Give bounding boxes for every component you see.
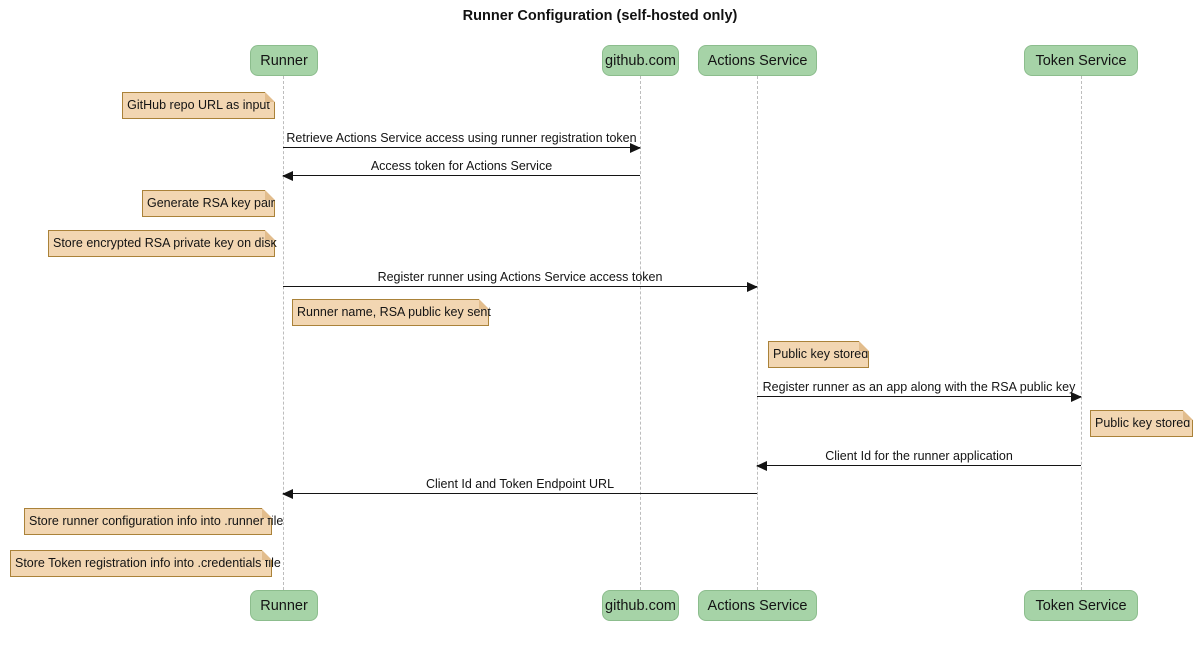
message-line bbox=[282, 170, 640, 181]
message-line bbox=[283, 142, 641, 153]
message-retrieve-actions-access: Retrieve Actions Service access using ru… bbox=[283, 131, 641, 153]
arrowhead-right-icon bbox=[747, 281, 758, 292]
message-line bbox=[283, 281, 758, 292]
note-github-repo-url: GitHub repo URL as input bbox=[122, 92, 275, 119]
message-line bbox=[757, 391, 1082, 402]
message-line bbox=[282, 488, 757, 499]
lifeline-github bbox=[640, 76, 641, 590]
arrowhead-left-icon bbox=[282, 170, 293, 181]
note-generate-rsa-key: Generate RSA key pair bbox=[142, 190, 275, 217]
actor-top-runner: Runner bbox=[250, 45, 318, 76]
message-client-id-runner-app: Client Id for the runner application bbox=[756, 449, 1081, 471]
lifeline-actions-service bbox=[757, 76, 758, 590]
note-store-private-key: Store encrypted RSA private key on disk bbox=[48, 230, 277, 257]
message-label: Register runner as an app along with the… bbox=[762, 380, 1076, 394]
actor-bottom-github: github.com bbox=[602, 590, 679, 621]
arrowhead-left-icon bbox=[282, 488, 293, 499]
arrowhead-right-icon bbox=[630, 142, 641, 153]
lifeline-runner bbox=[283, 76, 284, 590]
lifeline-token-service bbox=[1081, 76, 1082, 590]
arrowhead-right-icon bbox=[1071, 391, 1082, 402]
actor-bottom-actions-service: Actions Service bbox=[698, 590, 817, 621]
message-label: Client Id and Token Endpoint URL bbox=[425, 477, 615, 491]
message-label: Client Id for the runner application bbox=[825, 449, 1013, 463]
message-label: Access token for Actions Service bbox=[370, 159, 553, 173]
message-client-id-endpoint-url: Client Id and Token Endpoint URL bbox=[282, 477, 757, 499]
actor-top-actions-service: Actions Service bbox=[698, 45, 817, 76]
arrowhead-left-icon bbox=[756, 460, 767, 471]
note-public-key-stored-token: Public key stored bbox=[1090, 410, 1193, 437]
message-access-token: Access token for Actions Service bbox=[282, 159, 640, 181]
diagram-title: Runner Configuration (self-hosted only) bbox=[462, 8, 738, 24]
message-label: Retrieve Actions Service access using ru… bbox=[286, 131, 637, 145]
actor-bottom-token-service: Token Service bbox=[1024, 590, 1138, 621]
message-line bbox=[756, 460, 1081, 471]
note-public-key-stored-actions: Public key stored bbox=[768, 341, 869, 368]
note-store-credentials-file: Store Token registration info into .cred… bbox=[10, 550, 281, 577]
message-label: Register runner using Actions Service ac… bbox=[377, 270, 663, 284]
actor-top-github: github.com bbox=[602, 45, 679, 76]
actor-bottom-runner: Runner bbox=[250, 590, 318, 621]
actor-top-token-service: Token Service bbox=[1024, 45, 1138, 76]
note-store-runner-file: Store runner configuration info into .ru… bbox=[24, 508, 283, 535]
note-runner-name-sent: Runner name, RSA public key sent bbox=[292, 299, 491, 326]
message-register-runner-app: Register runner as an app along with the… bbox=[757, 380, 1082, 402]
message-register-runner: Register runner using Actions Service ac… bbox=[283, 270, 758, 292]
